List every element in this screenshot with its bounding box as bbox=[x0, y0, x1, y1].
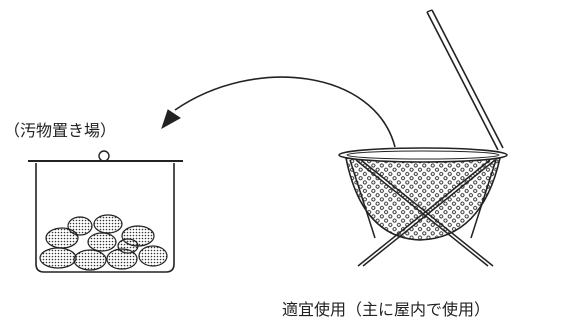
transfer-arrow bbox=[161, 76, 396, 148]
usage-label: 適宜使用（主に屋内で使用） bbox=[282, 300, 491, 319]
net-basket bbox=[338, 9, 508, 267]
dirty-storage-label: （汚物置き場） bbox=[4, 121, 117, 140]
storage-container bbox=[28, 150, 183, 273]
container-body bbox=[35, 163, 175, 273]
lid-knob bbox=[98, 150, 110, 162]
waste-lumps bbox=[39, 214, 168, 271]
